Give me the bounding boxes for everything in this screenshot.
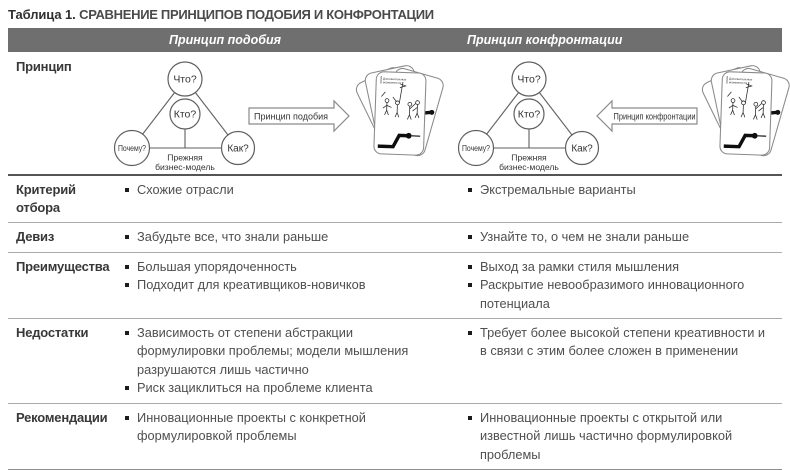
item-text: Инновационные проекты с конкретной форму…: [137, 409, 366, 444]
business-model-diagram: Что? Кто? Почему? Как? Прежняя бизнес-мо…: [457, 61, 600, 172]
confrontation-arrow-left: Принцип конфронтации: [596, 99, 698, 133]
row-advantages: Преимущества Большая упорядоченность Под…: [8, 251, 782, 318]
row-selection-criterion: Критерий отбора Схожие отрасли Экстремал…: [8, 174, 782, 222]
diagram-base-label-2: бизнес-модель: [499, 162, 559, 172]
list-item: Схожие отрасли: [125, 181, 438, 199]
bullet-icon: [125, 386, 129, 391]
row-label: Критерий отбора: [16, 182, 76, 216]
row-principle: Принцип Что? Кто? Почему? Как? Прежняя б…: [8, 52, 790, 174]
item-text: Требует более высокой степени креативнос…: [480, 325, 766, 359]
item-text: Инновационные проекты с открытой или изв…: [480, 409, 733, 462]
similarity-cell: Инновационные проекты с конкретной форму…: [110, 409, 452, 464]
card-title-2: возможности: [383, 80, 401, 85]
table-title: Таблица 1. СРАВНЕНИЕ ПРИНЦИПОВ ПОДОБИЯ И…: [0, 0, 790, 28]
bullet-icon: [125, 235, 129, 240]
list-item: Инновационные проекты с конкретной форму…: [125, 409, 438, 446]
list-item: Подходит для креативщиков-новичков: [125, 276, 438, 294]
front-card: Дополнительные возможности: [373, 71, 427, 156]
node-what: Что?: [517, 74, 541, 86]
item-text: Узнайте то, о чем не знали раньше: [480, 229, 690, 245]
bullet-icon: [125, 283, 129, 288]
diagram-base-label-1: Прежняя: [167, 153, 203, 163]
arrow-label-confrontation: Принцип конфронтации: [614, 112, 696, 122]
node-how: Как?: [227, 144, 249, 155]
front-card: Дополнительные возможности: [719, 71, 773, 156]
node-who: Кто?: [518, 109, 541, 121]
node-who: Кто?: [174, 109, 197, 121]
idea-cards-icon: Дополнительные возможности: [355, 65, 444, 157]
list-item: Инновационные проекты с открытой или изв…: [468, 409, 772, 464]
item-text: Риск зациклиться на проблеме клиента: [137, 380, 373, 396]
bullet-icon: [125, 331, 129, 336]
similarity-cell: Зависимость от степени абстракции формул…: [110, 324, 452, 398]
bullet-icon: [468, 235, 472, 240]
column-header-similarity: Принцип подобия: [169, 33, 281, 47]
similarity-arrow-right: Принцип подобия: [248, 99, 350, 133]
business-model-diagram: Что? Кто? Почему? Как? Прежняя бизнес-мо…: [113, 61, 256, 172]
card-illustration: [727, 81, 766, 120]
list-item: Экстремальные варианты: [468, 181, 772, 199]
card-illustration: [381, 81, 420, 120]
comparison-table: Принцип подобия Принцип конфронтации При…: [8, 28, 790, 470]
similarity-principle-figure: Что? Кто? Почему? Как? Прежняя бизнес-мо…: [110, 58, 452, 172]
node-why: Почему?: [118, 144, 147, 153]
item-text: Забудьте все, что знали раньше: [137, 229, 329, 245]
list-item: Узнайте то, о чем не знали раньше: [468, 228, 772, 246]
item-text: Выход за рамки стиля мышления: [480, 258, 680, 274]
card-title-1: Дополнительные: [383, 77, 407, 82]
confrontation-cell: Инновационные проекты с открытой или изв…: [452, 409, 782, 464]
list-item: Риск зациклиться на проблеме клиента: [125, 379, 438, 397]
node-why: Почему?: [462, 144, 491, 153]
diagram-base-label-1: Прежняя: [511, 153, 547, 163]
table-caption: СРАВНЕНИЕ ПРИНЦИПОВ ПОДОБИЯ И КОНФРОНТАЦ…: [79, 7, 434, 22]
node-what: Что?: [173, 74, 197, 86]
list-item: Раскрытие невообразимого инновационного …: [468, 276, 772, 313]
confrontation-cell: Выход за рамки стиля мышления Раскрытие …: [452, 258, 782, 313]
item-text: Экстремальные варианты: [480, 182, 636, 197]
bullet-icon: [125, 264, 129, 269]
confrontation-cell: Узнайте то, о чем не знали раньше: [452, 228, 782, 246]
list-item: Требует более высокой степени креативнос…: [468, 324, 772, 361]
bullet-icon: [125, 188, 129, 192]
item-text: Большая упорядоченность: [137, 258, 297, 274]
node-how: Как?: [571, 144, 593, 155]
bullet-icon: [468, 415, 472, 420]
similarity-cell: Большая упорядоченность Подходит для кре…: [110, 258, 452, 313]
confrontation-cell: Требует более высокой степени креативнос…: [452, 324, 782, 398]
similarity-cell: Забудьте все, что знали раньше: [110, 228, 452, 246]
bullet-icon: [125, 415, 129, 420]
table-header-bar: Принцип подобия Принцип конфронтации: [8, 28, 782, 52]
list-item: Выход за рамки стиля мышления: [468, 258, 772, 276]
bullet-icon: [468, 264, 472, 269]
bullet-icon: [468, 188, 472, 192]
list-item: Большая упорядоченность: [125, 258, 438, 276]
row-label-principle: Принцип: [16, 59, 72, 74]
diagram-base-label-2: бизнес-модель: [155, 162, 215, 172]
item-text: Подходит для креативщиков-новичков: [137, 277, 366, 293]
item-text: Схожие отрасли: [137, 182, 234, 197]
table-number: Таблица 1.: [8, 7, 76, 22]
similarity-cell: Схожие отрасли: [110, 181, 452, 217]
confrontation-cell: Экстремальные варианты: [452, 181, 782, 217]
bullet-icon: [468, 331, 472, 336]
card-title-2: возможности: [729, 80, 747, 85]
idea-cards-icon: Дополнительные возможности: [701, 65, 790, 157]
row-label: Преимущества: [16, 258, 110, 274]
row-label: Девиз: [16, 229, 55, 245]
row-label: Рекомендации: [16, 409, 108, 425]
row-recommendations: Рекомендации Инновационные проекты с кон…: [8, 402, 782, 469]
row-motto: Девиз Забудьте все, что знали раньше Узн…: [8, 222, 782, 251]
row-disadvantages: Недостатки Зависимость от степени абстра…: [8, 318, 782, 403]
item-text: Зависимость от степени абстракции формул…: [137, 325, 409, 377]
arrow-label-similarity: Принцип подобия: [254, 112, 328, 123]
list-item: Забудьте все, что знали раньше: [125, 228, 438, 246]
confrontation-principle-figure: Что? Кто? Почему? Как? Прежняя бизнес-мо…: [452, 58, 790, 172]
card-title-1: Дополнительные: [729, 77, 753, 82]
list-item: Зависимость от степени абстракции формул…: [125, 324, 438, 379]
row-label: Недостатки: [16, 325, 89, 341]
bullet-icon: [468, 283, 472, 288]
item-text: Раскрытие невообразимого инновационного …: [480, 277, 745, 311]
column-header-confrontation: Принцип конфронтации: [467, 33, 623, 47]
